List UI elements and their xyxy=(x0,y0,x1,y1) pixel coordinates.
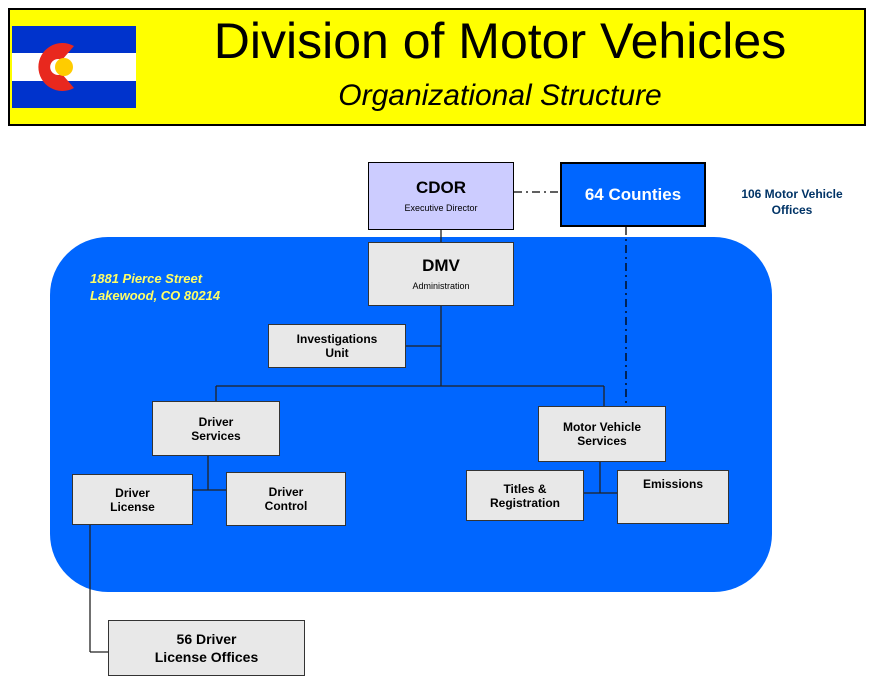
titles-registration-line-1: Titles & xyxy=(503,481,547,496)
mv-offices-line-2: Offices xyxy=(771,203,813,217)
motor-vehicle-offices-label: 106 Motor Vehicle Offices xyxy=(712,186,872,218)
driver-services-line-1: Driver xyxy=(198,414,234,429)
page-subtitle: Organizational Structure xyxy=(338,79,662,112)
dmv-title: DMV xyxy=(422,256,460,275)
header-banner xyxy=(8,8,866,126)
mv-services-line-2: Services xyxy=(577,434,627,448)
driver-license-offices-box: 56 Driver License Offices xyxy=(108,620,305,676)
titles-registration-line-2: Registration xyxy=(489,495,560,510)
dmv-subtitle: Administration xyxy=(412,281,470,291)
driver-control-line-1: Driver xyxy=(268,485,304,499)
mv-offices-line-1: 106 Motor Vehicle xyxy=(741,187,843,201)
motor-vehicle-services-box: Motor Vehicle Services xyxy=(538,406,666,462)
counties-title: 64 Counties xyxy=(584,184,682,204)
license-offices-line-1: 56 Driver xyxy=(176,631,237,647)
investigations-line-1: Investigations xyxy=(296,332,378,346)
driver-control-box: Driver Control xyxy=(226,472,346,526)
colorado-flag-icon xyxy=(12,26,136,108)
driver-license-box: Driver License xyxy=(72,474,193,525)
investigations-unit-box: Investigations Unit xyxy=(268,324,406,368)
titles-registration-box: Titles & Registration xyxy=(466,470,584,521)
mv-services-line-1: Motor Vehicle xyxy=(562,420,642,434)
address-line-1: 1881 Pierce Street xyxy=(90,271,203,286)
cdor-title: CDOR xyxy=(415,178,467,197)
address-line-2: Lakewood, CO 80214 xyxy=(90,288,221,303)
driver-license-line-1: Driver xyxy=(115,485,150,500)
address-block: 1881 Pierce Street Lakewood, CO 80214 xyxy=(90,270,310,304)
investigations-line-2: Unit xyxy=(325,346,349,360)
driver-services-line-2: Services xyxy=(191,428,241,443)
driver-control-line-2: Control xyxy=(264,499,308,513)
cdor-subtitle: Executive Director xyxy=(404,203,478,213)
license-offices-line-2: License Offices xyxy=(154,649,259,665)
emissions-box: Emissions xyxy=(617,470,729,524)
cdor-box: CDOR Executive Director xyxy=(368,162,514,230)
page-title: Division of Motor Vehicles xyxy=(213,13,787,69)
driver-license-line-2: License xyxy=(110,499,155,514)
emissions-title: Emissions xyxy=(642,477,704,491)
driver-services-box: Driver Services xyxy=(152,401,280,456)
counties-box: 64 Counties xyxy=(560,162,706,227)
dmv-box: DMV Administration xyxy=(368,242,514,306)
